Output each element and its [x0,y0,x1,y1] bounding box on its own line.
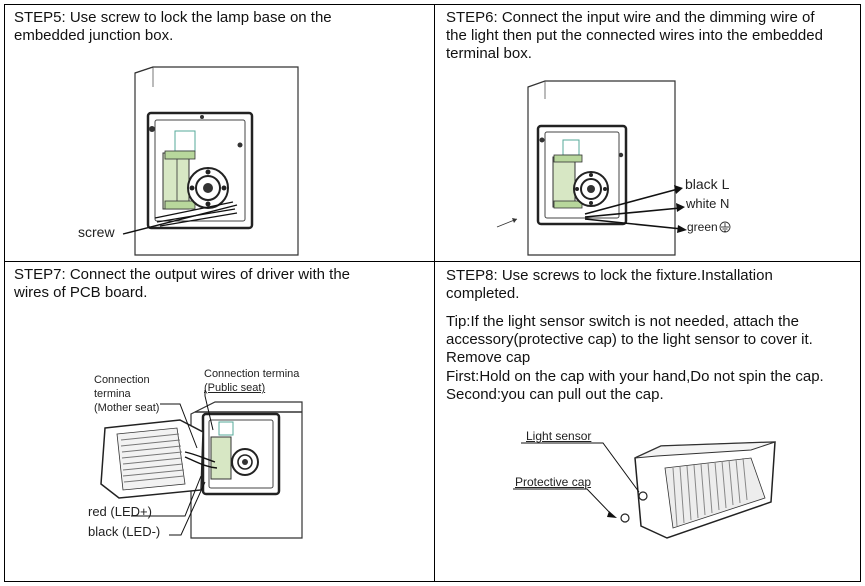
instruction-table [4,4,861,582]
table-border-right [860,4,861,582]
table-border-middle [4,261,861,262]
step7-public-label-2: (Public seat) [204,382,266,394]
step6-instruction: STEP6: Connect the input wire and the di… [446,9,823,63]
step6-green-label: green [687,220,718,234]
step6-line-3: terminal box. [446,45,532,62]
terminal-block [210,436,232,480]
step8-cell: STEP8: Use screws to lock the fixture.In… [435,262,861,582]
tip-line-2: accessory(protective cap) to the light s… [446,331,813,349]
step5-diagram [122,66,299,256]
step8-line-2: completed. [446,285,520,302]
step5-instruction: STEP5: Use screw to lock the lamp base o… [14,9,332,45]
table-border-left [4,4,5,582]
step7-black-label: black (LED-) [88,524,161,539]
step8-sensor-label: Light sensor [526,429,592,443]
terminal-block [552,156,576,208]
step6-diagram [496,80,731,256]
table-border-bottom [4,581,861,582]
step6-black-label: black L [685,176,730,192]
step8-instruction: STEP8: Use screws to lock the fixture.In… [446,267,773,303]
step7-diagram [100,390,303,539]
step7-line-2: wires of PCB board. [14,284,148,301]
step7-mother-label-3: (Mother seat) [94,402,160,414]
step6-cell: STEP6: Connect the input wire and the di… [435,5,861,261]
step5-screw-label: screw [78,224,115,240]
step7-line-1: STEP7: Connect the output wires of drive… [14,266,350,283]
step8-diagram [513,441,776,539]
step6-line-1: STEP6: Connect the input wire and the di… [446,9,815,26]
step6-line-2: the light then put the connected wires i… [446,27,823,44]
step7-red-label: red (LED+) [88,504,152,519]
tip-line-1: Tip:If the light sensor switch is not ne… [446,313,799,330]
table-border-top [4,4,861,5]
step7-mother-label-2: termina [94,388,131,400]
step8-cap-label: Protective cap [515,475,592,489]
step6-white-label: white N [686,196,730,211]
tip-line-4: First:Hold on the cap with your hand,Do … [446,367,824,385]
step7-instruction: STEP7: Connect the output wires of drive… [14,266,350,302]
step5-line-1: STEP5: Use screw to lock the lamp base o… [14,9,332,26]
step8-line-1: STEP8: Use screws to lock the fixture.In… [446,267,773,284]
step5-line-2: embedded junction box. [14,27,174,44]
step7-cell: STEP7: Connect the output wires of drive… [5,262,434,582]
light-sensor [638,491,648,501]
step8-tip: Tip:If the light sensor switch is not ne… [446,313,824,404]
table-border-center [434,4,435,582]
step7-mother-label-1: Connection [94,374,150,386]
tip-line-5: Second:you can pull out the cap. [446,385,664,403]
step5-cell: STEP5: Use screw to lock the lamp base o… [5,5,434,261]
step7-public-label-1: Connection termina [204,368,300,380]
tip-line-3: Remove cap [446,349,531,367]
